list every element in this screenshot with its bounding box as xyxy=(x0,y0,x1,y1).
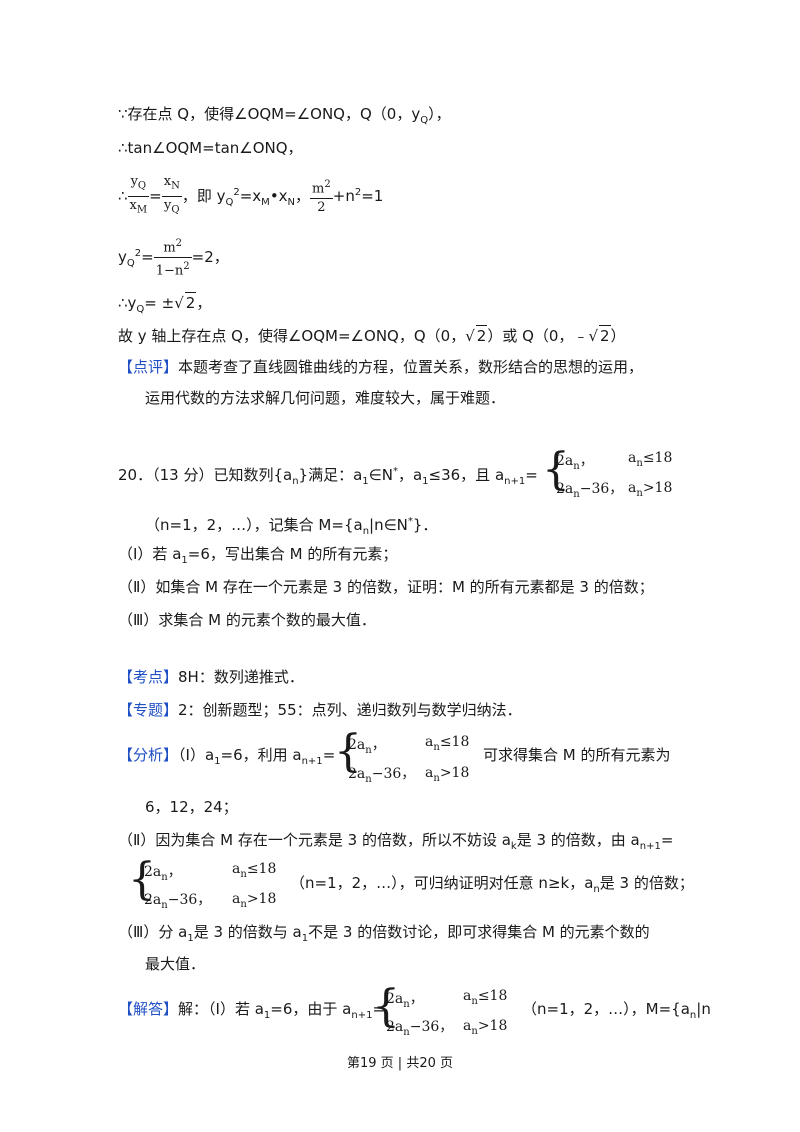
piecewise-brace-2: { xyxy=(334,726,362,777)
question-20-head: 20．（13 分）已知数列{an}满足：a1∈N*，a1≤36，且 an+1= xyxy=(118,466,538,487)
fenxi-line-3: （Ⅱ）因为集合 M 存在一个元素是 3 的倍数，所以不妨设 ak是 3 的倍数，… xyxy=(118,831,674,852)
comment-tag: 【点评】 xyxy=(118,358,179,376)
jieda-line: 【解答】解：（Ⅰ）若 a1=6，由于 an+1= xyxy=(118,1000,386,1021)
fenxi-line-6: 最大值． xyxy=(145,955,206,973)
piecewise-4-bot-cond: an>18 xyxy=(463,1018,508,1037)
question-20-cond: （n=1，2，…），记集合 M={an|n∈N*}． xyxy=(145,516,438,537)
piecewise-brace-4: { xyxy=(372,981,400,1032)
line-2: ∴tan∠OQM=tan∠ONQ， xyxy=(118,139,303,157)
zhuanti-tag: 【专题】 xyxy=(118,701,179,719)
fenxi-line-1-tail: 可求得集合 M 的所有元素为 xyxy=(483,746,671,764)
line-6: 故 y 轴上存在点 Q，使得∠OQM=∠ONQ，Q（0，√2）或 Q（0，﹣√2… xyxy=(118,325,626,345)
piecewise-3-top-expr: 2an， xyxy=(144,864,182,883)
jieda-tag: 【解答】 xyxy=(118,1000,179,1018)
piecewise-2-bot-expr: 2an−36， xyxy=(348,766,416,785)
piecewise-4-top-cond: an≤18 xyxy=(463,988,508,1007)
piecewise-3-top-cond: an≤18 xyxy=(232,861,277,880)
piecewise-2-top-expr: 2an， xyxy=(348,737,386,756)
comment-line-1: 【点评】本题考查了直线圆锥曲线的方程，位置关系，数形结合的思想的运用， xyxy=(118,358,644,376)
piecewise-1-bot-cond: an>18 xyxy=(628,480,673,499)
piecewise-3-bot-expr: 2an−36， xyxy=(144,892,212,911)
question-20-part-3: （Ⅲ）求集合 M 的元素个数的最大值． xyxy=(118,611,376,629)
piecewise-1-top-expr: 2an， xyxy=(556,453,594,472)
fenxi-line-5: （Ⅲ）分 a1是 3 的倍数与 a1不是 3 的倍数讨论，即可求得集合 M 的元… xyxy=(118,923,650,944)
question-20-part-1: （Ⅰ）若 a1=6，写出集合 M 的所有元素； xyxy=(118,545,398,566)
jieda-line-tail: （n=1，2，…），M={an|n xyxy=(522,1000,711,1021)
fenxi-line-1: 【分析】（Ⅰ）a1=6，利用 an+1= xyxy=(118,746,336,767)
line-1: ∵存在点 Q，使得∠OQM=∠ONQ，Q（0，yQ）， xyxy=(118,105,451,126)
piecewise-1-bot-expr: 2an−36， xyxy=(556,481,624,500)
fenxi-line-4: （n=1，2，…），可归纳证明对任意 n≥k，an是 3 的倍数； xyxy=(290,874,694,895)
piecewise-brace-3: { xyxy=(128,854,156,905)
fenxi-tag: 【分析】 xyxy=(118,746,179,764)
comment-line-2: 运用代数的方法求解几何问题，难度较大，属于难题． xyxy=(145,389,506,407)
fenxi-line-2: 6，12，24； xyxy=(145,798,238,816)
piecewise-brace-1: { xyxy=(542,444,570,495)
kaodian-tag: 【考点】 xyxy=(118,668,179,686)
question-20-part-2: （Ⅱ）如集合 M 存在一个元素是 3 的倍数，证明：M 的所有元素都是 3 的倍… xyxy=(118,578,654,596)
kaodian-line: 【考点】8H：数列递推式． xyxy=(118,668,304,686)
page-footer: 第19 页 | 共20 页 xyxy=(347,1056,453,1071)
line-5: ∴yQ= ±√2， xyxy=(118,292,212,315)
piecewise-2-top-cond: an≤18 xyxy=(425,734,470,753)
zhuanti-line: 【专题】2：创新题型；55：点列、递归数列与数学归纳法． xyxy=(118,701,522,719)
piecewise-4-top-expr: 2an， xyxy=(386,991,424,1010)
piecewise-4-bot-expr: 2an−36， xyxy=(386,1019,454,1038)
piecewise-2-bot-cond: an>18 xyxy=(425,765,470,784)
piecewise-3-bot-cond: an>18 xyxy=(232,891,277,910)
piecewise-1-top-cond: an≤18 xyxy=(628,450,673,469)
